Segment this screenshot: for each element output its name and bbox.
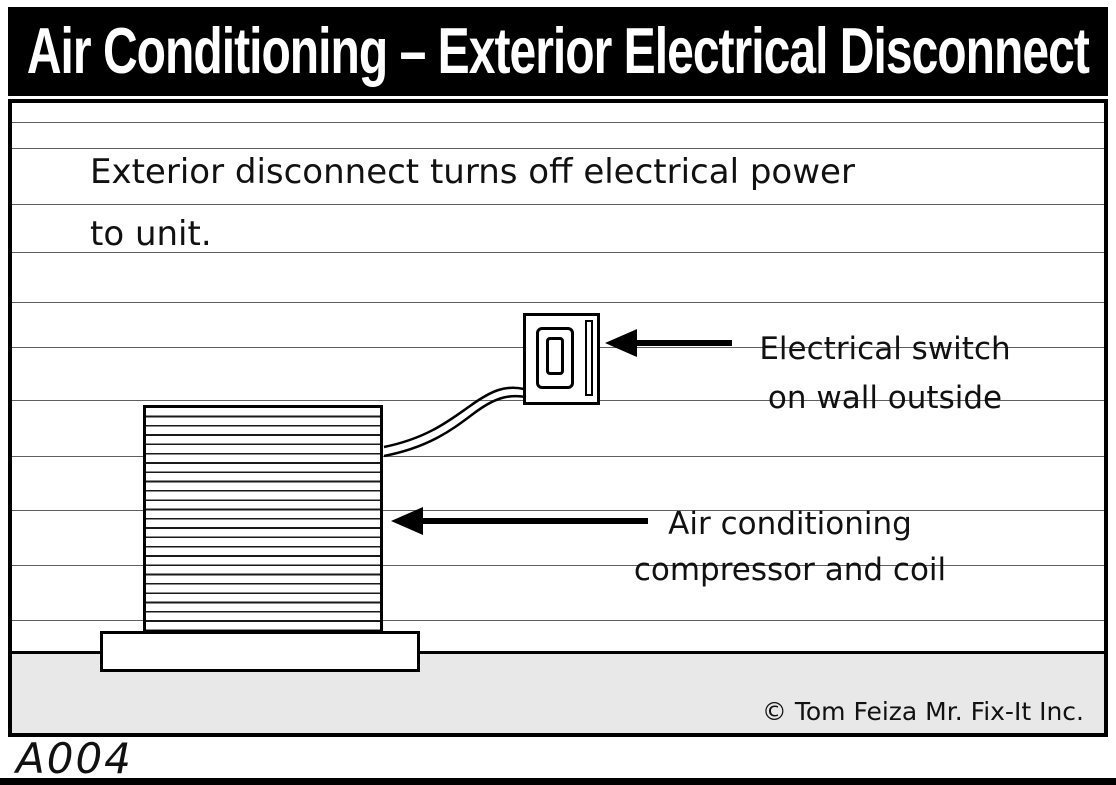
switch-label-line-1: Electrical switch bbox=[759, 331, 1011, 367]
siding-line bbox=[12, 148, 1104, 149]
diagram-code: A004 bbox=[16, 734, 133, 783]
siding-line bbox=[12, 620, 1104, 621]
title-bar: Air Conditioning – Exterior Electrical D… bbox=[8, 7, 1108, 96]
compressor-label-line-2: compressor and coil bbox=[633, 552, 947, 588]
siding-line bbox=[12, 565, 1104, 566]
box-side-panel bbox=[585, 320, 593, 396]
switch-label-line-2: on wall outside bbox=[767, 380, 1003, 416]
description-text: Exterior disconnect turns off electrical… bbox=[90, 141, 855, 265]
siding-line bbox=[12, 252, 1104, 253]
copyright-text: © Tom Feiza Mr. Fix-It Inc. bbox=[761, 697, 1084, 726]
siding-line bbox=[12, 456, 1104, 457]
siding-line bbox=[12, 510, 1104, 511]
switch-plate bbox=[536, 327, 574, 389]
siding-line bbox=[12, 302, 1104, 303]
description-line-1: Exterior disconnect turns off electrical… bbox=[90, 152, 855, 192]
siding-line bbox=[12, 122, 1104, 123]
page-title: Air Conditioning – Exterior Electrical D… bbox=[26, 15, 1090, 88]
siding-line bbox=[12, 204, 1104, 205]
bottom-border-bar bbox=[0, 778, 1116, 785]
disconnect-switch-box bbox=[523, 313, 600, 405]
switch-handle bbox=[546, 337, 564, 375]
compressor-label-line-1: Air conditioning bbox=[668, 506, 912, 542]
concrete-pad bbox=[100, 631, 420, 672]
description-line-2: to unit. bbox=[90, 214, 212, 254]
diagram-panel: Exterior disconnect turns off electrical… bbox=[8, 99, 1108, 737]
ac-compressor-unit bbox=[143, 405, 383, 633]
compressor-label: Air conditioning compressor and coil bbox=[610, 501, 970, 593]
switch-label: Electrical switch on wall outside bbox=[735, 325, 1035, 423]
